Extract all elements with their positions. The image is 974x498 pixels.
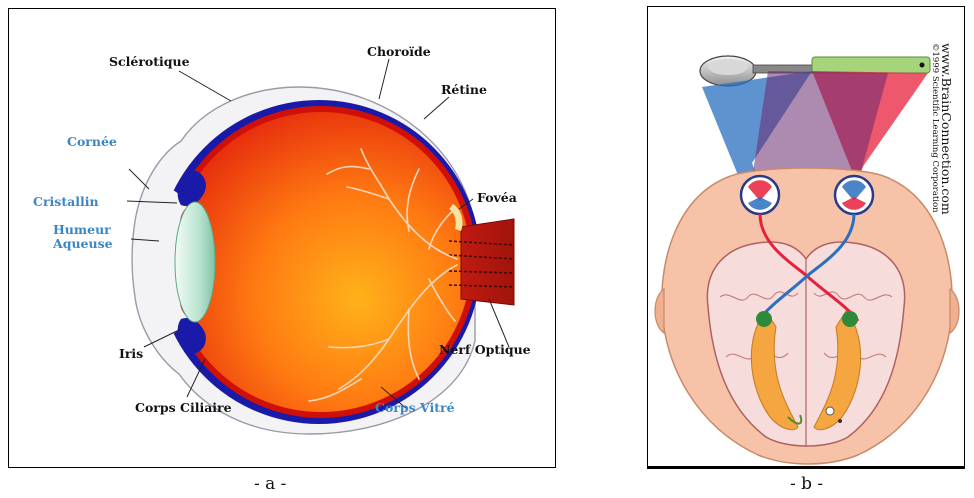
- eye-left: [741, 176, 779, 214]
- label-fovea: Fovéa: [477, 191, 517, 205]
- label-cornee: Cornée: [67, 135, 117, 149]
- visual-pathway-panel: www.BrainConnection.com ©1999 Scientific…: [647, 6, 965, 469]
- lgn-left: [756, 311, 772, 327]
- label-sclerotique: Sclérotique: [109, 55, 190, 69]
- caption-b: - b -: [790, 474, 823, 494]
- label-iris: Iris: [119, 347, 143, 361]
- caption-a: - a -: [254, 474, 286, 494]
- eye-right: [835, 176, 873, 214]
- eye-anatomy-panel: Sclérotique Choroïde Rétine Cornée Crist…: [8, 8, 556, 468]
- label-nerf-optique: Nerf Optique: [439, 343, 531, 357]
- credit-copyright: ©1999 Scientific Learning Corporation: [930, 43, 940, 213]
- visual-pathway-diagram: [648, 7, 966, 470]
- label-choroide: Choroïde: [367, 45, 431, 59]
- label-corps-vitre: Corps Vitré: [375, 401, 455, 415]
- label-corps-ciliaire: Corps Ciliaire: [135, 401, 232, 415]
- credit-site: www.BrainConnection.com: [939, 43, 954, 215]
- lgn-right: [842, 311, 858, 327]
- label-retine: Rétine: [441, 83, 487, 97]
- label-humeur-aqueuse: Humeur Aqueuse: [53, 223, 113, 251]
- label-cristallin: Cristallin: [33, 195, 99, 209]
- lens: [175, 202, 215, 322]
